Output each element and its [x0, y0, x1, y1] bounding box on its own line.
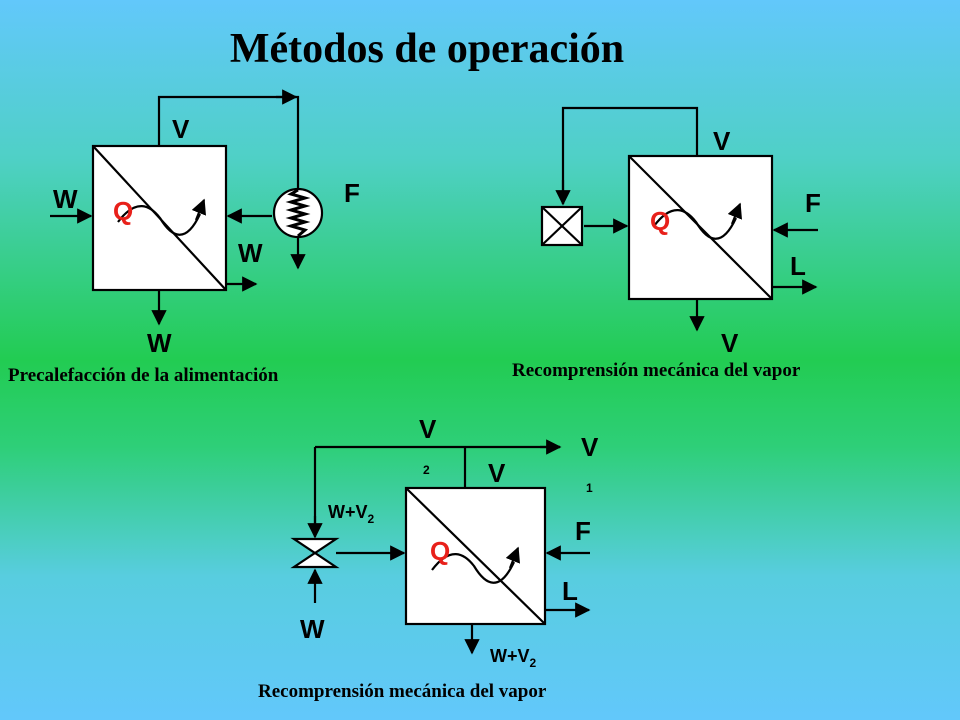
compressor-symbol: [540, 205, 584, 247]
evaporator-diagonal: [405, 487, 546, 625]
caption-preheating: Precalefacción de la alimentación: [8, 365, 279, 386]
label-w-bottom: W: [147, 328, 172, 358]
heat-coil-line: [117, 205, 201, 236]
label-v-bottom: V: [721, 328, 739, 358]
vapor-line: [157, 95, 300, 190]
label-v-top: V: [713, 126, 731, 156]
ejector-symbol: [290, 537, 340, 569]
label-v2: V: [419, 414, 437, 444]
label-l: L: [790, 251, 806, 281]
label-w-v2-left: W+V2: [328, 502, 375, 526]
label-v: V: [488, 458, 506, 488]
caption-recompression-2: Recomprensión mecánica del vapor: [258, 681, 547, 702]
label-f: F: [575, 516, 591, 546]
label-w: W: [300, 614, 325, 644]
heat-coil-arrow: [505, 546, 521, 569]
label-f: F: [805, 188, 821, 218]
diagram-mechanical-recompression: V Q F L V Recomprensión mecánica del vap…: [512, 106, 821, 381]
page-title: Métodos de operación: [230, 26, 624, 72]
label-v: V: [172, 114, 190, 144]
caption-recompression-1: Recomprensión mecánica del vapor: [512, 360, 801, 381]
label-w-left: W: [53, 184, 78, 214]
preheater-exchanger: [272, 187, 324, 239]
label-q: Q: [113, 196, 133, 226]
label-w-v2-bottom: W+V2: [490, 646, 537, 670]
label-w-right: W: [238, 238, 263, 268]
label-l: L: [562, 576, 578, 606]
heat-coil-arrow: [191, 198, 207, 221]
label-q: Q: [430, 536, 450, 566]
heat-coil-line: [653, 209, 737, 240]
heat-coil-arrow: [727, 202, 743, 225]
heat-coil-line: [431, 553, 515, 584]
label-q: Q: [650, 206, 670, 236]
diagram-recompression-with-ejector: V 2 V 1 V W+V2 Q F L W W+V2 Recomprensió…: [258, 414, 599, 702]
vapor-loop-line: [561, 106, 699, 204]
diagram-feed-preheating: V W Q F W W Precalefacción de la aliment…: [8, 89, 360, 386]
label-v1: V: [581, 432, 599, 462]
label-v1-sub: 1: [586, 481, 593, 495]
label-f: F: [344, 178, 360, 208]
label-v2-sub: 2: [423, 463, 430, 477]
